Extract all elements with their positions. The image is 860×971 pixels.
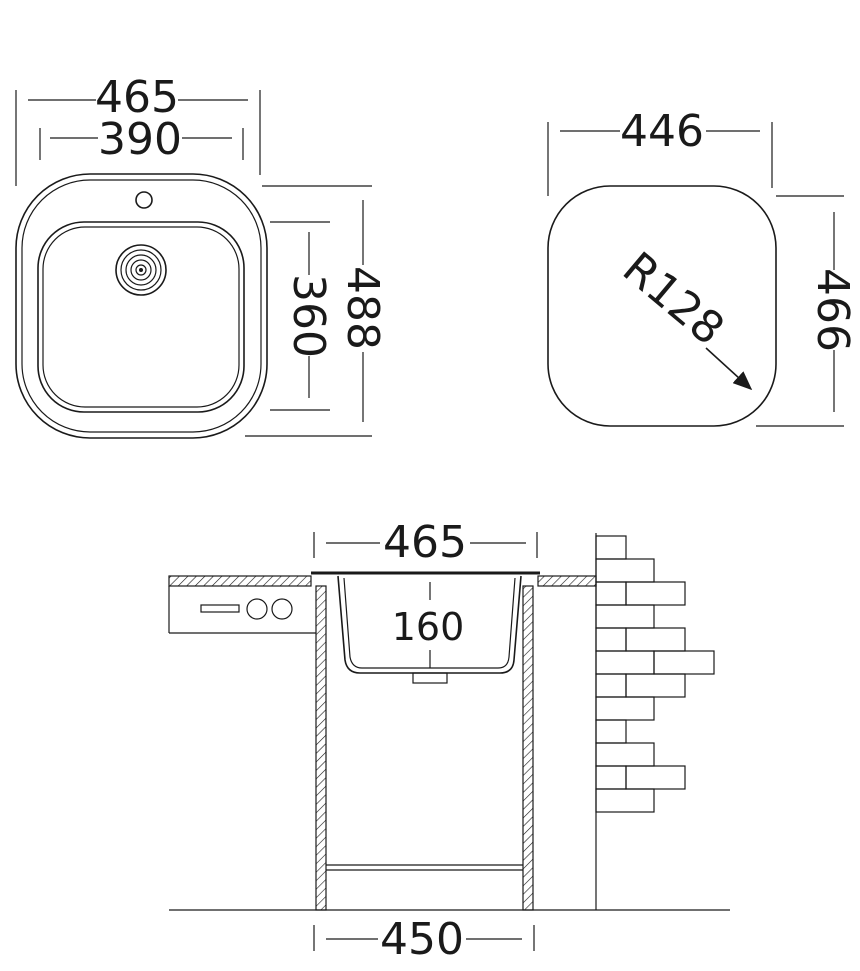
section-top-width-label: 465 [383, 517, 467, 568]
section-base-width-dimension: 450 [313, 914, 535, 965]
sink-section: 160 [311, 571, 540, 684]
cutout-view: 446 466 R128 [547, 106, 858, 427]
cutout-width-label: 446 [620, 106, 704, 157]
section-top-width-dimension: 465 [313, 517, 538, 568]
sink-rim-inner-edge [21, 179, 262, 433]
bowl-height-dimension: 360 [270, 221, 334, 411]
top-width-dimension: 465 [15, 72, 261, 186]
bowl-width-label: 390 [98, 114, 182, 165]
sink-outer-rim [15, 173, 268, 439]
bowl-depth-label: 160 [392, 605, 465, 649]
drawer-knob-icon [271, 598, 293, 620]
cutout-outline [547, 185, 777, 427]
top-view: 465 390 360 488 [15, 72, 388, 439]
sink-bowl [37, 221, 245, 413]
top-width-label: 465 [95, 72, 179, 123]
cutout-height-dimension: 466 [756, 195, 858, 427]
drain-outlet [412, 672, 448, 684]
top-height-label: 488 [337, 266, 388, 350]
cutout-height-label: 466 [807, 268, 858, 352]
countertop [168, 575, 597, 587]
bowl-height-label: 360 [283, 274, 334, 358]
drawer-knob-icon [246, 598, 268, 620]
section-base-width-label: 450 [380, 914, 464, 965]
corner-radius-label: R128 [613, 243, 734, 356]
corner-radius-dimension: R128 [613, 243, 753, 391]
cutout-width-dimension: 446 [547, 106, 773, 196]
bowl-width-dimension: 390 [39, 114, 244, 165]
sink-bowl-inner-edge [42, 226, 240, 408]
top-height-dimension: 488 [245, 185, 388, 437]
tap-hole [135, 191, 153, 209]
brick-wall [595, 533, 715, 910]
drawer-handle [200, 604, 240, 613]
section-view: 465 160 [168, 517, 730, 965]
drawer-front [168, 586, 316, 634]
radius-arrow [705, 347, 753, 391]
drain-strainer-icon [115, 244, 167, 296]
